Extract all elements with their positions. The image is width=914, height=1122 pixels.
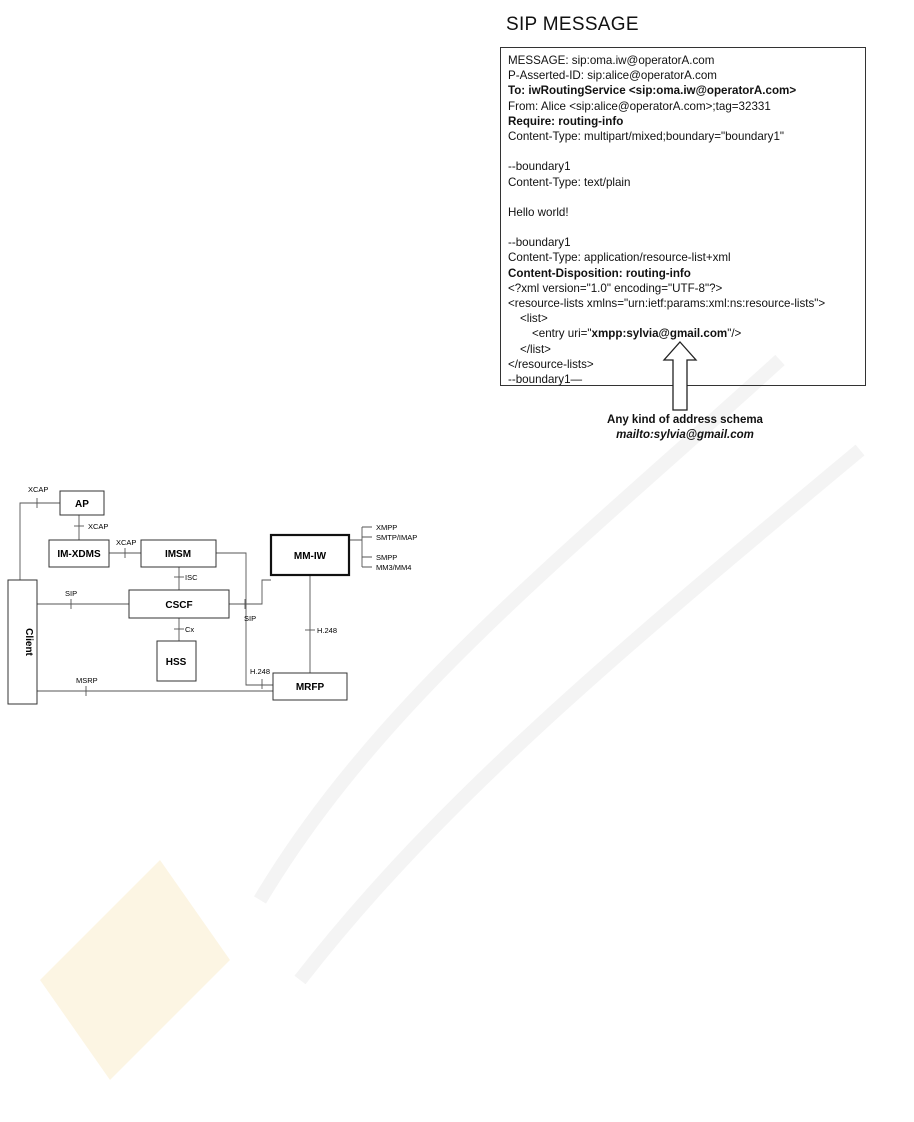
sip-line: Content-Type: application/resource-list+… <box>508 251 731 265</box>
sip-blank-line <box>508 144 865 159</box>
entry-prefix: <entry uri=" <box>532 327 592 341</box>
hss-box <box>156 640 197 682</box>
watermark-logo-shape <box>40 860 230 1080</box>
client-box <box>7 579 38 705</box>
entry-suffix: "/> <box>727 327 742 341</box>
msrp-label: MSRP <box>76 676 98 685</box>
sip-client-label: SIP <box>65 589 77 598</box>
smpp-label: SMPP <box>376 553 397 562</box>
sip-line: --boundary1— <box>508 372 583 386</box>
sip-line: Content-Type: multipart/mixed;boundary="… <box>508 129 785 143</box>
sip-line: P-Asserted-ID: sip:alice@operatorA.com <box>508 69 717 83</box>
h248-mrfp-label: H.248 <box>250 667 270 676</box>
sip-mmiw-label: SIP <box>244 614 256 623</box>
xcap-ap-xdms-label: XCAP <box>88 522 108 531</box>
client-label: Client <box>23 628 34 656</box>
ap-label: AP <box>75 499 89 510</box>
sip-blank-line <box>508 190 865 205</box>
cscf-label: CSCF <box>165 600 192 611</box>
sip-line: Hello world! <box>508 205 569 219</box>
sip-message-title: SIP MESSAGE <box>506 14 639 35</box>
sip-line: MESSAGE: sip:oma.iw@operatorA.com <box>508 54 715 67</box>
isc-label: ISC <box>185 573 198 582</box>
xcap-xdms-imsm-label: XCAP <box>116 538 136 547</box>
imxdms-label: IM-XDMS <box>57 549 101 560</box>
sip-message-box: MESSAGE: sip:oma.iw@operatorA.com P-Asse… <box>500 47 866 386</box>
mmiw-label: MM-IW <box>294 551 327 562</box>
sip-line: --boundary1 <box>508 160 571 174</box>
sip-line: </list> <box>520 342 551 356</box>
h248-mmiw-label: H.248 <box>317 626 337 635</box>
mrfp-label: MRFP <box>296 682 325 693</box>
sip-line: <list> <box>520 312 548 326</box>
sip-line-entry: <entry uri="xmpp:sylvia@gmail.com"/> <box>508 326 865 341</box>
sip-line-require: Require: routing-info <box>508 114 624 128</box>
sip-line: --boundary1 <box>508 236 571 250</box>
hss-label: HSS <box>166 657 187 668</box>
sip-line: From: Alice <sip:alice@operatorA.com>;ta… <box>508 99 771 113</box>
mm3-mm4-label: MM3/MM4 <box>376 563 411 572</box>
imxdms-box <box>48 539 110 568</box>
architecture-diagram: AP IM-XDMS IMSM MM-IW CSCF HSS MRFP Clie… <box>7 485 417 705</box>
up-arrow-icon <box>662 341 698 411</box>
ap-box <box>59 490 105 516</box>
sip-line: <resource-lists xmlns="urn:ietf:params:x… <box>508 297 826 310</box>
entry-uri: xmpp:sylvia@gmail.com <box>591 327 728 341</box>
mrfp-box <box>272 672 348 701</box>
sip-line-to: To: iwRoutingService <sip:oma.iw@operato… <box>508 84 797 98</box>
sip-line: </resource-lists> <box>508 357 594 371</box>
address-schema-example: mailto:sylvia@gmail.com <box>616 429 754 441</box>
xmpp-label: XMPP <box>376 523 397 532</box>
sip-line-disposition: Content-Disposition: routing-info <box>508 266 691 280</box>
address-schema-caption: Any kind of address schema <box>607 414 763 426</box>
sip-blank-line <box>508 220 865 235</box>
smtp-imap-label: SMTP/IMAP <box>376 533 417 542</box>
mmiw-box <box>269 533 351 577</box>
sip-line: Content-Type: text/plain <box>508 175 631 189</box>
cx-label: Cx <box>185 625 194 634</box>
imsm-label: IMSM <box>165 549 191 560</box>
sip-line: <?xml version="1.0" encoding="UTF-8"?> <box>508 281 723 295</box>
cscf-box <box>128 589 230 619</box>
xcap-client-ap-label: XCAP <box>28 485 48 494</box>
imsm-box <box>140 539 217 568</box>
